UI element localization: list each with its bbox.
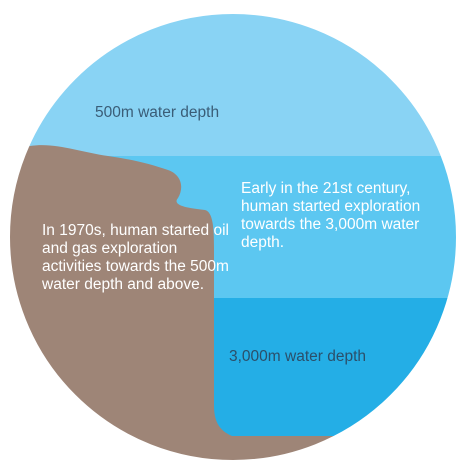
history-1970s-text: In 1970s, human started oil and gas expl…: [42, 222, 229, 293]
history-21st-century-text: Early in the 21st century, human started…: [241, 180, 421, 251]
circle-outline: [8, 12, 458, 462]
shallow-water-zone: [9, 13, 457, 156]
deep-depth-label: 3,000m water depth: [229, 348, 367, 365]
seabed-shelf: [9, 145, 420, 461]
shallow-depth-label: 500m water depth: [95, 104, 220, 121]
